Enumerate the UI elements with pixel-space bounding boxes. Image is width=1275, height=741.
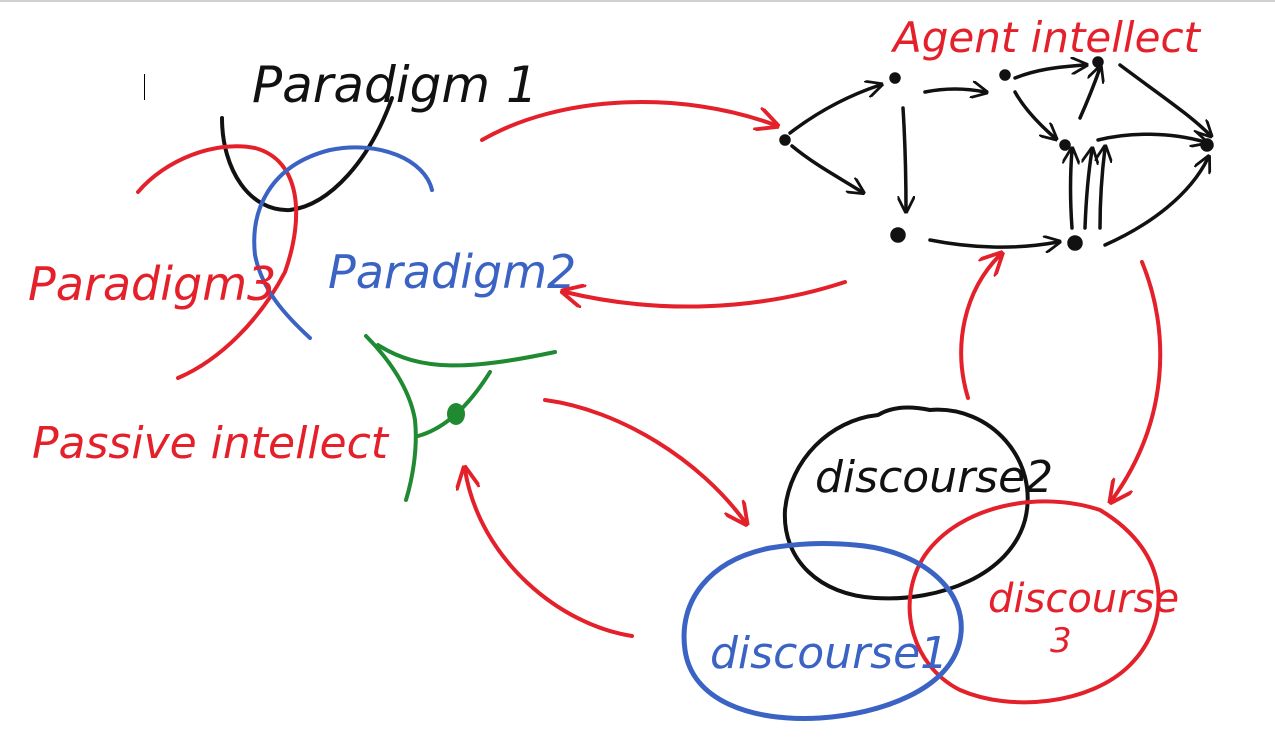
network-node: [1067, 235, 1083, 251]
paradigm1-curve: [220, 96, 394, 213]
canvas-top-border: [0, 0, 1275, 2]
arrow-agent-to-paradigm2: [565, 280, 847, 309]
paradigm2-label: Paradigm2: [328, 245, 576, 299]
green-funnel-dot: [447, 403, 465, 425]
red-arrows: [465, 100, 1163, 638]
arrow-discourse-to-green: [465, 470, 634, 638]
network-node: [890, 227, 906, 243]
paradigm3-label: Paradigm3: [28, 257, 276, 311]
discourse2-label: discourse2: [815, 452, 1053, 503]
discourse3-circle: [907, 499, 1161, 705]
green-funnel-left: [364, 334, 418, 502]
network-edge: [903, 106, 906, 210]
green-funnel-top: [376, 343, 557, 368]
arrow-discourse-to-agent: [959, 255, 1000, 400]
network-edge: [790, 144, 862, 192]
arrow-green-to-discourse: [543, 398, 745, 522]
discourse1-circle: [681, 541, 964, 721]
paradigm2-curve: [252, 145, 434, 340]
network-edge: [1013, 65, 1085, 80]
discourse1-label: discourse1: [710, 628, 948, 679]
arrow-paradigm-to-agent: [480, 100, 775, 142]
network-edge: [1096, 134, 1205, 142]
agent-network: [779, 56, 1212, 251]
network-edge: [1013, 90, 1055, 138]
network-node: [1059, 139, 1071, 151]
text-cursor: [144, 74, 145, 100]
network-node: [889, 72, 901, 84]
network-node: [779, 134, 791, 146]
network-edge: [788, 85, 880, 135]
network-edge: [1085, 150, 1092, 230]
network-edge: [923, 89, 985, 92]
network-edge: [1118, 63, 1210, 135]
discourse3-number: 3: [1050, 621, 1072, 661]
network-edge: [1103, 158, 1208, 247]
discourse3-label: discourse: [988, 576, 1179, 622]
passive-intellect-label: Passive intellect: [32, 418, 390, 469]
network-edge: [928, 240, 1058, 247]
network-edge: [1071, 150, 1073, 230]
paradigm1-label: Paradigm 1: [252, 56, 538, 114]
network-edge: [1100, 148, 1105, 230]
network-edge: [1078, 68, 1100, 120]
discourse2-circle: [782, 405, 1030, 601]
arrow-agent-to-discourse3: [1112, 260, 1163, 500]
paradigm3-curve: [136, 144, 299, 380]
network-node: [999, 69, 1011, 81]
agent-intellect-label: Agent intellect: [890, 13, 1202, 62]
network-node: [1092, 56, 1104, 68]
